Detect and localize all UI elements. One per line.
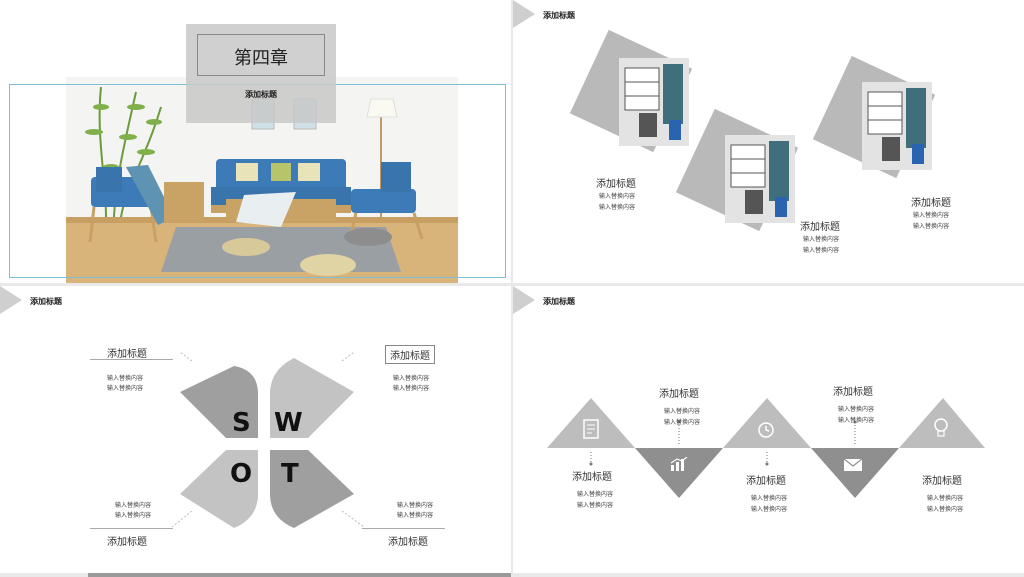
chapter-card xyxy=(186,24,336,123)
divider-bottom-right xyxy=(362,528,445,529)
room-photo-1 xyxy=(619,58,689,146)
step-text-4b: 输入替换内容 xyxy=(838,417,875,424)
step-heading-2: 添加标题 xyxy=(659,389,699,400)
swot-heading-bl: 添加标题 xyxy=(107,537,147,548)
swot-petal-w xyxy=(270,358,354,438)
swot-text-br-b: 输入替换内容 xyxy=(397,512,434,519)
swot-diagram xyxy=(178,352,356,528)
slide-swot[interactable]: 添加标题 S W O T 添加标题 输入替换内容 输入替换内容 添加标题 输入替… xyxy=(0,286,511,573)
item-text-2b: 输入替换内容 xyxy=(803,247,840,254)
slide-title: 添加标题 xyxy=(543,11,575,20)
document-icon xyxy=(583,419,599,439)
swot-text-bl-b: 输入替换内容 xyxy=(115,512,152,519)
swot-heading-tl: 添加标题 xyxy=(107,349,147,360)
chapter-subtitle: 添加标题 xyxy=(245,90,277,99)
item-heading-3: 添加标题 xyxy=(911,198,951,209)
chapter-title: 第四章 xyxy=(234,48,288,69)
swot-text-tr-a: 输入替换内容 xyxy=(393,375,430,382)
step-text-3a: 输入替换内容 xyxy=(751,495,788,502)
corner-triangle xyxy=(0,286,22,314)
slide-photo-gallery[interactable]: 添加标题 添加标题 输入替换内容 输入替换内容 添加标题 输入替换内容 输入替换… xyxy=(513,0,1024,283)
next-slide-preview[interactable] xyxy=(88,573,511,577)
step-heading-3: 添加标题 xyxy=(746,476,786,487)
swot-petal-s xyxy=(180,366,258,438)
chapter-title-box xyxy=(197,34,325,76)
room-photo-3 xyxy=(862,82,932,170)
swot-letter-t: T xyxy=(281,459,299,489)
corner-triangle xyxy=(513,286,535,314)
swot-petal-t xyxy=(270,450,354,528)
swot-letter-w: W xyxy=(274,408,303,438)
clock-icon xyxy=(758,422,774,438)
corner-triangle xyxy=(513,0,535,28)
step-text-1b: 输入替换内容 xyxy=(577,502,614,509)
swot-text-tl-a: 输入替换内容 xyxy=(107,375,144,382)
step-heading-5: 添加标题 xyxy=(922,476,962,487)
item-heading-1: 添加标题 xyxy=(596,179,636,190)
item-heading-2: 添加标题 xyxy=(800,222,840,233)
lightbulb-icon xyxy=(934,418,948,437)
slide-title: 添加标题 xyxy=(30,297,62,306)
process-band xyxy=(547,398,985,498)
step-heading-1: 添加标题 xyxy=(572,472,612,483)
item-text-3b: 输入替换内容 xyxy=(913,223,950,230)
envelope-icon xyxy=(844,459,862,471)
item-text-3a: 输入替换内容 xyxy=(913,212,950,219)
step-text-5b: 输入替换内容 xyxy=(927,506,964,513)
slide-chapter-four[interactable]: 第四章 添加标题 xyxy=(0,0,511,283)
swot-petal-o xyxy=(180,450,258,528)
swot-text-bl-a: 输入替换内容 xyxy=(115,502,152,509)
step-text-1a: 输入替换内容 xyxy=(577,491,614,498)
chart-icon xyxy=(670,457,688,471)
item-text-2a: 输入替换内容 xyxy=(803,236,840,243)
swot-text-tl-b: 输入替换内容 xyxy=(107,385,144,392)
step-text-3b: 输入替换内容 xyxy=(751,506,788,513)
step-text-2b: 输入替换内容 xyxy=(664,419,701,426)
swot-connector-bottom xyxy=(171,511,365,528)
slide-title: 添加标题 xyxy=(543,297,575,306)
swot-letter-s: S xyxy=(232,408,251,438)
step-text-2a: 输入替换内容 xyxy=(664,408,701,415)
room-photo-2 xyxy=(725,135,795,223)
step-heading-4: 添加标题 xyxy=(833,387,873,398)
swot-heading-br: 添加标题 xyxy=(388,537,428,548)
slide-process[interactable]: 添加标题 添加标题 输入替换内容 输入替换内容 xyxy=(513,286,1024,573)
swot-heading-tr: 添加标题 xyxy=(385,345,435,364)
step-text-4a: 输入替换内容 xyxy=(838,406,875,413)
divider-top-left xyxy=(90,359,173,360)
swot-letter-o: O xyxy=(230,459,253,489)
item-text-1a: 输入替换内容 xyxy=(599,193,636,200)
step-text-5a: 输入替换内容 xyxy=(927,495,964,502)
swot-text-tr-b: 输入替换内容 xyxy=(393,385,430,392)
swot-text-br-a: 输入替换内容 xyxy=(397,502,434,509)
divider-bottom-left xyxy=(90,528,173,529)
item-text-1b: 输入替换内容 xyxy=(599,204,636,211)
